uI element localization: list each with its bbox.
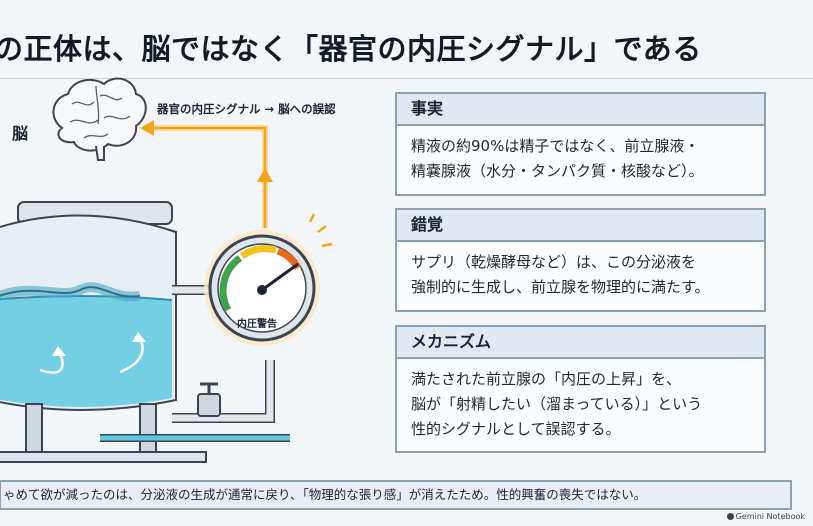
illusion-card-line: サプリ（乾燥酵母など）は、この分泌液を [411, 253, 697, 271]
brand-name: Gemini Notebook [735, 512, 805, 521]
illusion-card-heading: 錯覚 [397, 210, 764, 242]
signal-arrow [140, 120, 273, 228]
pressure-gauge-icon [204, 213, 333, 346]
tank-icon [0, 201, 290, 463]
signal-arrow-label: 器官の内圧シグナル → 脳への誤認 [157, 102, 336, 116]
mechanism-card-line: 脳が「射精したい（溜まっている）」という [411, 395, 703, 413]
fact-card-heading: 事実 [397, 94, 764, 126]
illusion-card: 錯覚 サプリ（乾燥酵母など）は、この分泌液を 強制的に生成し、前立腺を物理的に満… [395, 208, 766, 312]
fact-card: 事実 精液の約90%は精子ではなく、前立腺液・ 精嚢腺液（水分・タンパク質・核酸… [395, 92, 766, 196]
mechanism-card-line: 性的シグナルとして誤認する。 [411, 420, 621, 438]
brand-logo-icon [726, 513, 734, 520]
mechanism-card-body: 満たされた前立腺の「内圧の上昇」を、 脳が「射精したい（溜まっている）」という … [397, 359, 764, 442]
mechanism-card-line: 満たされた前立腺の「内圧の上昇」を、 [411, 370, 682, 388]
fact-card-line: 精液の約90%は精子ではなく、前立腺液・ [411, 137, 700, 155]
fact-card-line: 精嚢腺液（水分・タンパク質・核酸など）。 [411, 162, 704, 180]
illusion-card-line: 強制的に生成し、前立腺を物理的に満たす。 [411, 278, 710, 296]
gauge-warning-label: 内圧警告 [237, 319, 277, 330]
mechanism-card-heading: メカニズム [397, 327, 764, 359]
footer-summary: ゃめて欲が減ったのは、分泌液の生成が通常に戻り、「物理的な張り感」が消えたため。… [0, 480, 792, 510]
illusion-card-body: サプリ（乾燥酵母など）は、この分泌液を 強制的に生成し、前立腺を物理的に満たす。 [397, 242, 764, 300]
fact-card-body: 精液の約90%は精子ではなく、前立腺液・ 精嚢腺液（水分・タンパク質・核酸など）… [397, 126, 764, 184]
page-title: の正体は、脳ではなく「器官の内圧シグナル」である [0, 32, 702, 66]
brain-icon [52, 77, 147, 161]
title-divider [0, 78, 813, 79]
mechanism-card: メカニズム 満たされた前立腺の「内圧の上昇」を、 脳が「射精したい（溜まっている… [395, 325, 766, 453]
brain-label: 脳 [12, 124, 29, 143]
illustration [0, 77, 333, 463]
brand-watermark: Gemini Notebook [726, 512, 805, 521]
